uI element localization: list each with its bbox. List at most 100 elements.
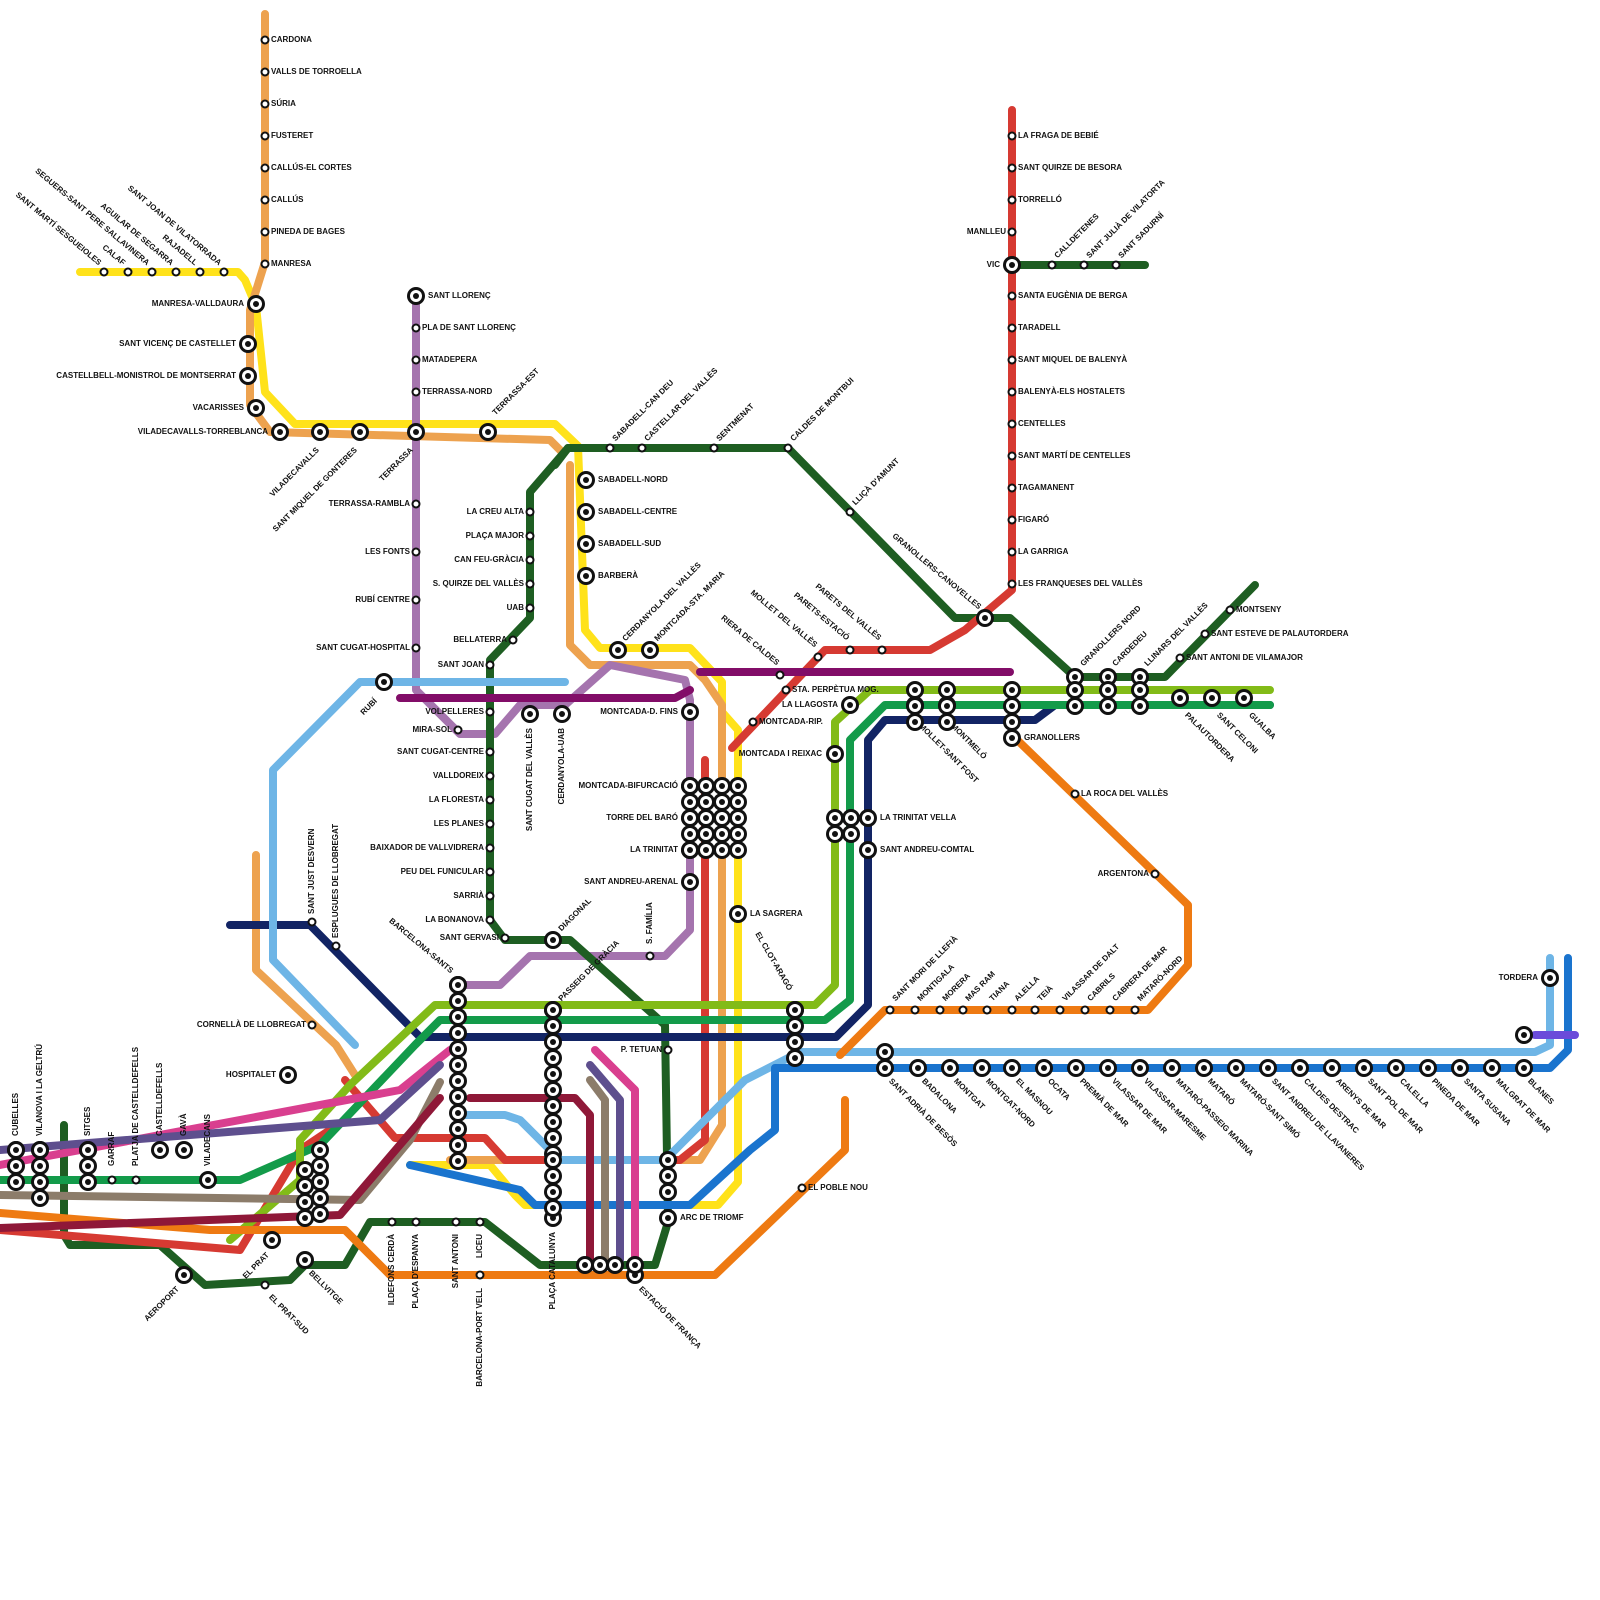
station-marker[interactable] — [1009, 325, 1016, 332]
station-hub-marker[interactable] — [1003, 256, 1021, 274]
station-hub-marker[interactable] — [1003, 1059, 1021, 1077]
station-marker[interactable] — [221, 269, 228, 276]
station-label-peu-del-funicular[interactable]: PEU DEL FUNICULAR — [401, 867, 485, 876]
station-hub-marker[interactable] — [606, 1256, 624, 1274]
station-marker[interactable] — [1032, 1007, 1039, 1014]
station-marker[interactable] — [125, 269, 132, 276]
station-hub-marker[interactable] — [786, 1033, 804, 1051]
station-marker[interactable] — [879, 647, 886, 654]
station-hub-marker[interactable] — [1003, 697, 1021, 715]
station-hub-marker[interactable] — [1171, 689, 1189, 707]
station-label-pla-de-sant-llorenc[interactable]: PLA DE SANT LLORENÇ — [422, 323, 516, 332]
station-hub-marker[interactable] — [239, 367, 257, 385]
station-hub-marker[interactable] — [199, 1171, 217, 1189]
station-marker[interactable] — [1009, 1007, 1016, 1014]
station-hub-marker[interactable] — [544, 1049, 562, 1067]
station-label-les-fonts[interactable]: LES FONTS — [365, 547, 411, 556]
station-marker[interactable] — [1057, 1007, 1064, 1014]
station-hub-marker[interactable] — [976, 609, 994, 627]
station-hub-marker[interactable] — [1067, 1059, 1085, 1077]
station-label-cerdanyola-uab[interactable]: CERDANYOLA-UAB — [557, 728, 566, 805]
station-marker[interactable] — [1009, 357, 1016, 364]
station-label-tordera[interactable]: TORDERA — [1499, 973, 1539, 982]
station-label-argentona[interactable]: ARGENTONA — [1098, 869, 1150, 878]
station-hub-marker[interactable] — [729, 809, 747, 827]
station-hub-marker[interactable] — [479, 423, 497, 441]
station-marker[interactable] — [262, 133, 269, 140]
station-marker[interactable] — [527, 605, 534, 612]
station-hub-marker[interactable] — [7, 1173, 25, 1191]
station-hub-marker[interactable] — [786, 1049, 804, 1067]
station-marker[interactable] — [711, 445, 718, 452]
station-hub-marker[interactable] — [271, 423, 289, 441]
station-marker[interactable] — [912, 1007, 919, 1014]
station-marker[interactable] — [887, 1007, 894, 1014]
station-hub-marker[interactable] — [553, 705, 571, 723]
station-marker[interactable] — [487, 662, 494, 669]
station-hub-marker[interactable] — [681, 777, 699, 795]
station-hub-marker[interactable] — [1131, 697, 1149, 715]
station-label-sentmenat[interactable]: SENTMENAT — [715, 402, 756, 443]
station-hub-marker[interactable] — [449, 1152, 467, 1170]
station-label-sant-cugat-hospital[interactable]: SANT CUGAT-HOSPITAL — [316, 643, 410, 652]
station-label-viladecans[interactable]: VILADECANS — [203, 1113, 212, 1166]
station-marker[interactable] — [510, 637, 517, 644]
station-label-volpelleres[interactable]: VOLPELLERES — [425, 707, 484, 716]
station-hub-marker[interactable] — [79, 1157, 97, 1175]
station-hub-marker[interactable] — [544, 1033, 562, 1051]
station-hub-marker[interactable] — [449, 1024, 467, 1042]
station-hub-marker[interactable] — [31, 1141, 49, 1159]
station-label-calella[interactable]: CALELLA — [1398, 1077, 1431, 1110]
station-marker[interactable] — [309, 1022, 316, 1029]
station-marker[interactable] — [477, 1272, 484, 1279]
station-label-vilassar-de-mar[interactable]: VILASSAR DE MAR — [1110, 1077, 1169, 1136]
station-hub-marker[interactable] — [175, 1266, 193, 1284]
station-label-p-tetuan[interactable]: P. TETUAN — [621, 1045, 662, 1054]
station-marker[interactable] — [1107, 1007, 1114, 1014]
station-hub-marker[interactable] — [175, 1141, 193, 1159]
station-hub-marker[interactable] — [713, 793, 731, 811]
station-marker[interactable] — [262, 1282, 269, 1289]
station-label-balenya-els-hostalets[interactable]: BALENYÀ-ELS HOSTALETS — [1018, 387, 1126, 396]
station-label-montcada-rip[interactable]: MONTCADA-RIP. — [759, 717, 823, 726]
station-label-gava[interactable]: GAVÀ — [179, 1113, 188, 1136]
station-hub-marker[interactable] — [1203, 689, 1221, 707]
station-marker[interactable] — [413, 501, 420, 508]
station-hub-marker[interactable] — [1451, 1059, 1469, 1077]
station-hub-marker[interactable] — [449, 1104, 467, 1122]
station-hub-marker[interactable] — [544, 1129, 562, 1147]
station-label-mataro-sant-simo[interactable]: MATARÓ-SANT SIMÓ — [1238, 1077, 1302, 1141]
station-label-vilassar-maresme[interactable]: VILASSAR-MARESME — [1142, 1077, 1208, 1143]
station-hub-marker[interactable] — [1227, 1059, 1245, 1077]
station-label-montcada-d-fins[interactable]: MONTCADA-D. FINS — [600, 707, 678, 716]
station-marker[interactable] — [1009, 133, 1016, 140]
station-label-montseny[interactable]: MONTSENY — [1236, 605, 1282, 614]
station-hub-marker[interactable] — [449, 1136, 467, 1154]
station-hub-marker[interactable] — [938, 697, 956, 715]
station-label-sabadell-can-deu[interactable]: SABADELL-CAN DEU — [611, 378, 676, 443]
station-hub-marker[interactable] — [544, 1081, 562, 1099]
station-marker[interactable] — [847, 509, 854, 516]
station-marker[interactable] — [309, 919, 316, 926]
station-marker[interactable] — [1009, 581, 1016, 588]
station-label-malgrat-de-mar[interactable]: MALGRAT DE MAR — [1494, 1077, 1552, 1135]
station-hub-marker[interactable] — [1515, 1026, 1533, 1044]
station-marker[interactable] — [477, 1219, 484, 1226]
station-label-la-fraga-de-bebie[interactable]: LA FRAGA DE BEBIÉ — [1018, 131, 1099, 140]
station-label-manresa-valldaura[interactable]: MANRESA-VALLDAURA — [152, 299, 245, 308]
station-label-viladecavalls-torreblanca[interactable]: VILADECAVALLS-TORREBLANCA — [138, 427, 268, 436]
station-label-la-creu-alta[interactable]: LA CREU ALTA — [467, 507, 525, 516]
station-hub-marker[interactable] — [1235, 689, 1253, 707]
station-marker[interactable] — [1009, 197, 1016, 204]
station-marker[interactable] — [413, 1219, 420, 1226]
station-hub-marker[interactable] — [938, 681, 956, 699]
station-hub-marker[interactable] — [697, 777, 715, 795]
station-hub-marker[interactable] — [681, 809, 699, 827]
station-hub-marker[interactable] — [713, 825, 731, 843]
station-hub-marker[interactable] — [1483, 1059, 1501, 1077]
station-marker[interactable] — [487, 773, 494, 780]
station-marker[interactable] — [173, 269, 180, 276]
station-label-taradell[interactable]: TARADELL — [1018, 323, 1061, 332]
station-label-rubi[interactable]: RUBÍ — [359, 696, 380, 717]
station-marker[interactable] — [413, 549, 420, 556]
